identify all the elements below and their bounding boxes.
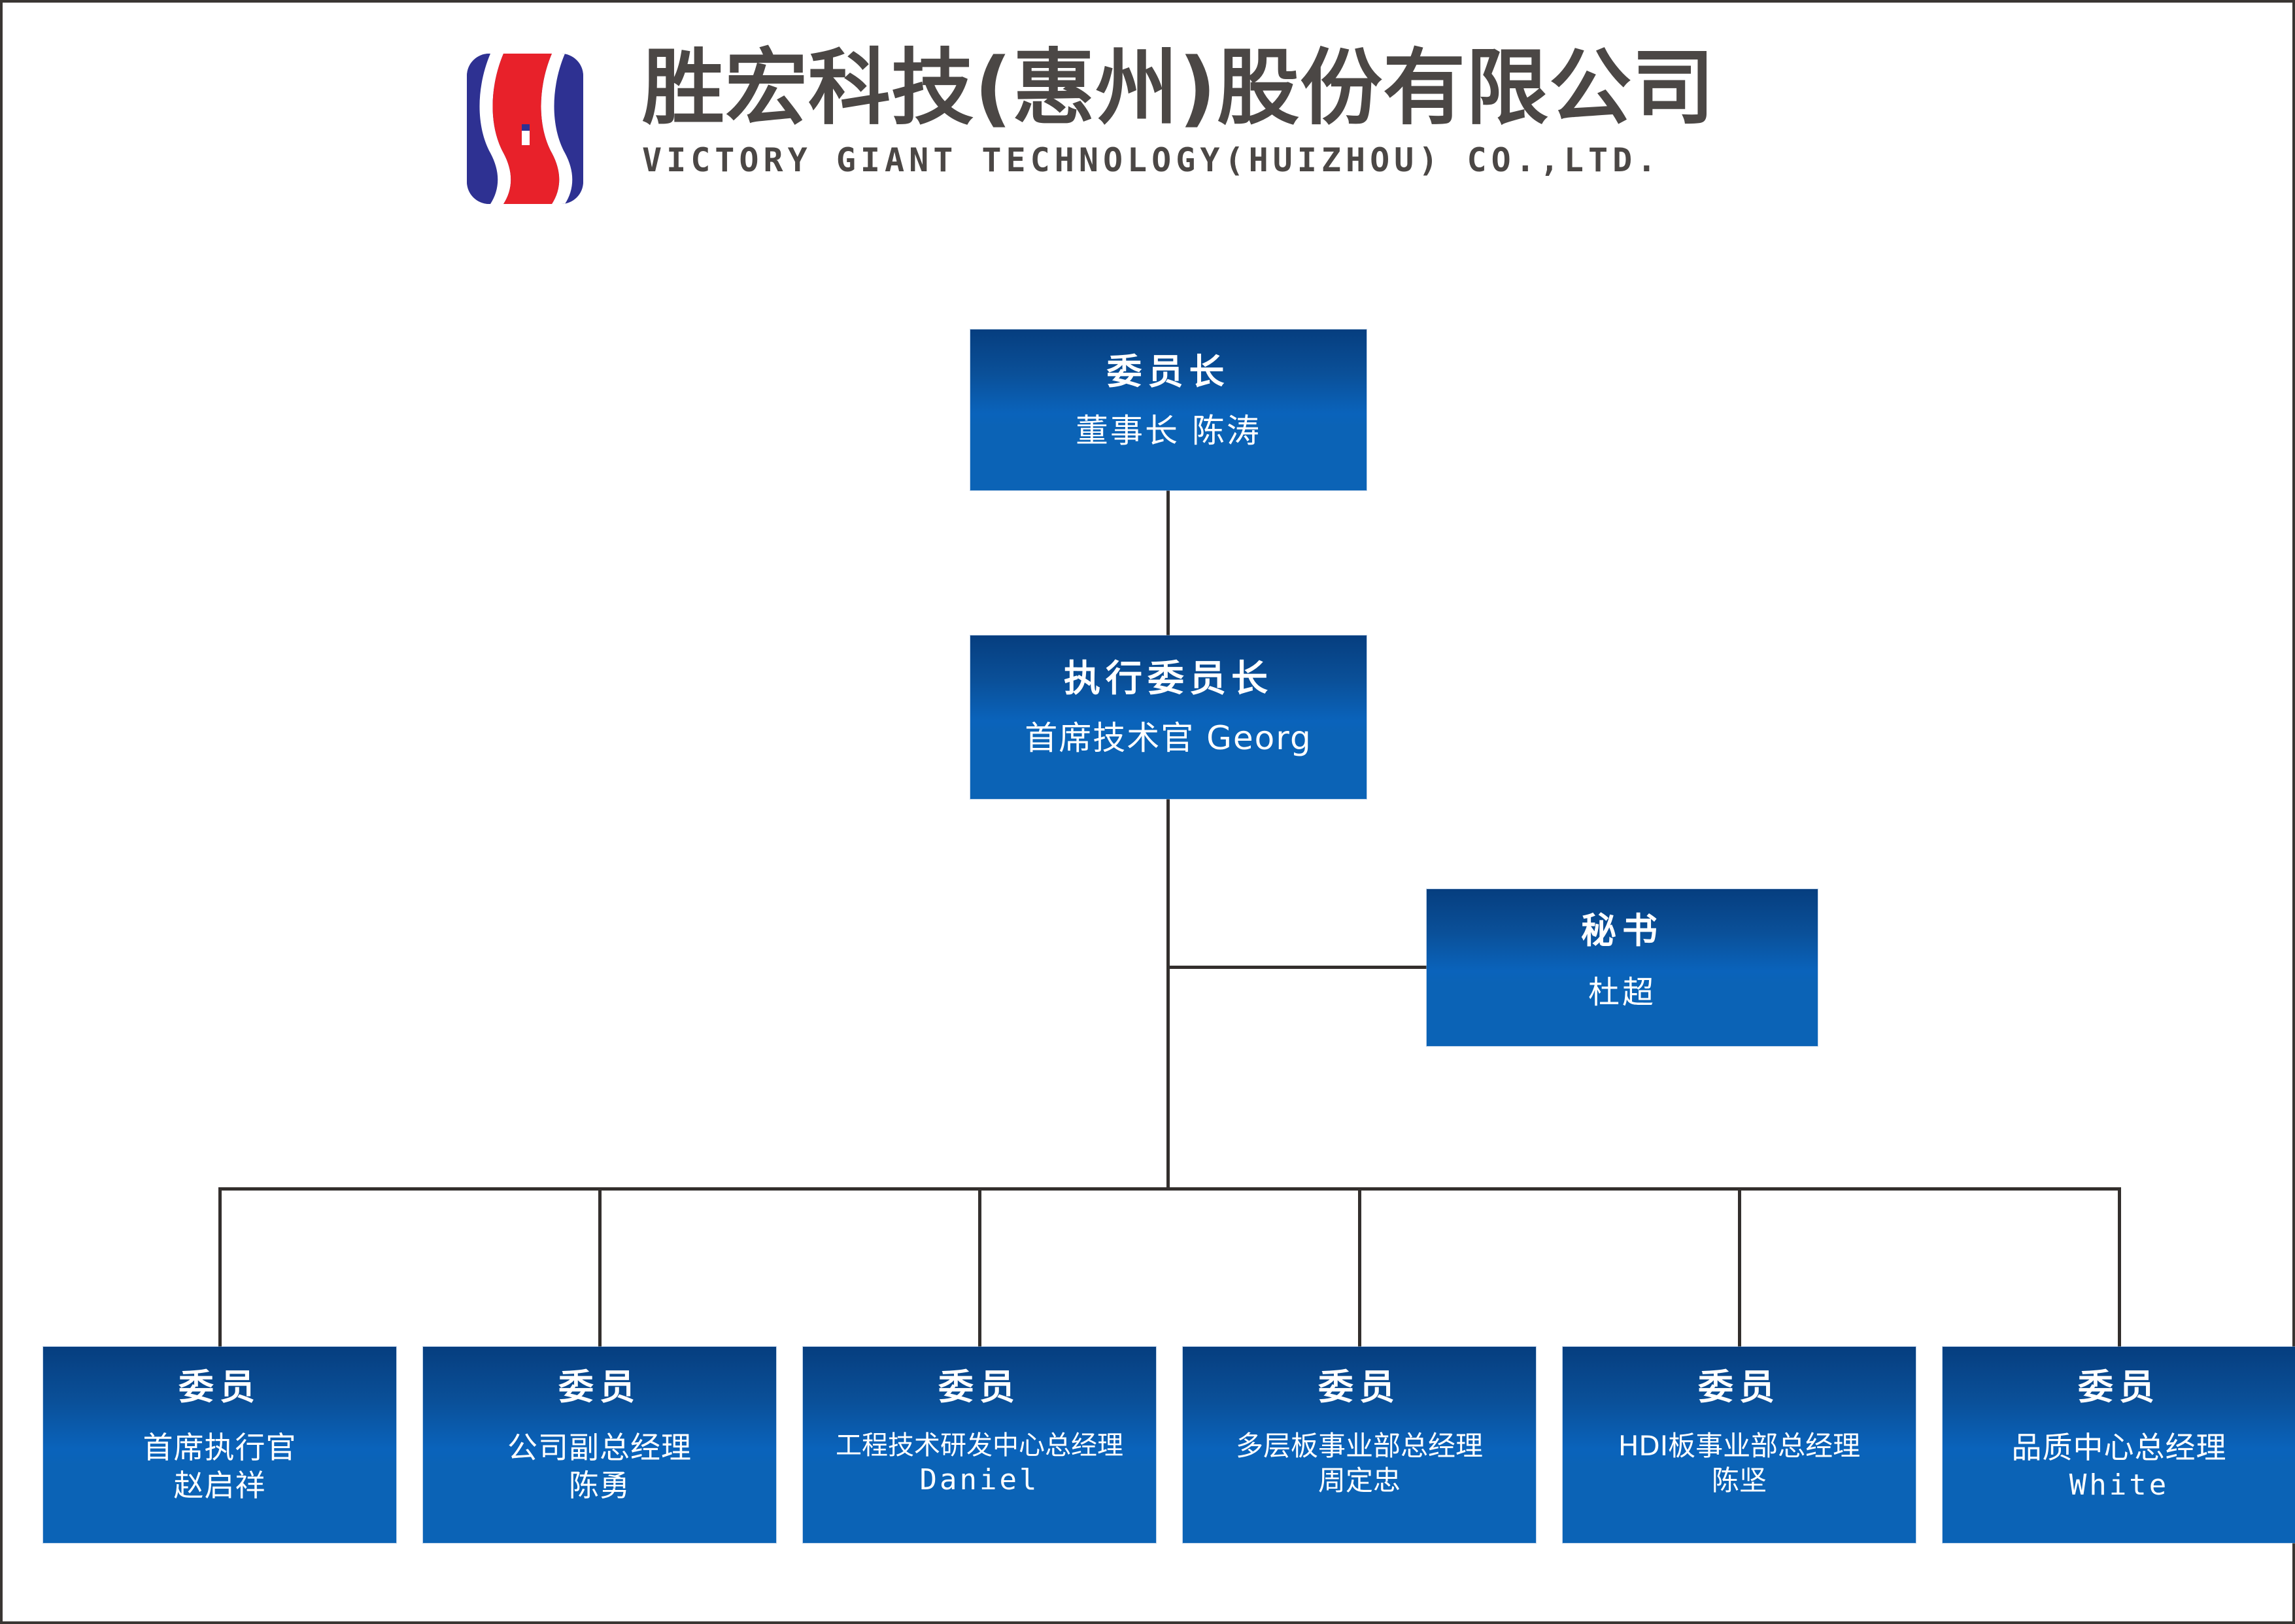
org-node-line-2: 陈勇: [569, 1467, 630, 1503]
org-node-body: 首席技术官 Georg: [970, 715, 1367, 799]
org-node-body: 公司副总经理 陈勇: [423, 1420, 776, 1543]
org-node-line-1: 杜超: [1588, 974, 1656, 1011]
connector-drop-m1: [218, 1187, 222, 1348]
org-node-executive-chairman[interactable]: 执行委员长 首席技术官 Georg: [970, 635, 1367, 799]
org-node-title: 执行委员长: [1064, 657, 1273, 700]
org-node-title: 委员: [178, 1366, 261, 1408]
org-node-title: 委员: [558, 1366, 641, 1408]
connector-exec-trunk: [1166, 799, 1170, 1190]
org-node-title: 委员: [2078, 1366, 2160, 1408]
org-node-secretary[interactable]: 秘书 杜超: [1427, 889, 1818, 1046]
org-node-title: 秘书: [1581, 909, 1663, 951]
org-node-line-2: 赵启祥: [173, 1467, 266, 1503]
org-node-member-quality-center-gm[interactable]: 委员 品质中心总经理 White: [1943, 1347, 2295, 1543]
org-node-line-2: 陈坚: [1711, 1464, 1767, 1497]
org-node-body: HDI板事业部总经理 陈坚: [1563, 1420, 1916, 1543]
connector-chair-to-exec: [1166, 490, 1170, 637]
org-node-line-2: Daniel: [919, 1463, 1040, 1497]
connector-drop-m2: [598, 1187, 602, 1348]
org-node-body: 品质中心总经理 White: [1943, 1420, 2295, 1543]
org-node-member-rnd-center-gm[interactable]: 委员 工程技术研发中心总经理 Daniel: [803, 1347, 1156, 1543]
org-node-member-hdi-bu-gm[interactable]: 委员 HDI板事业部总经理 陈坚: [1563, 1347, 1916, 1543]
org-node-chairman[interactable]: 委员长 董事长 陈涛: [970, 330, 1367, 490]
company-name-cn: 胜宏科技(惠州)股份有限公司: [642, 40, 1716, 136]
org-node-body: 董事长 陈涛: [970, 407, 1367, 490]
org-node-line-1: 品质中心总经理: [2011, 1430, 2227, 1465]
org-node-line-1: 工程技术研发中心总经理: [836, 1430, 1123, 1461]
org-node-line-2: 周定忠: [1318, 1464, 1401, 1497]
company-name-block: 胜宏科技(惠州)股份有限公司 VICTORY GIANT TECHNOLOGY(…: [642, 47, 1715, 177]
connector-drop-m5: [1738, 1187, 1741, 1348]
connector-drop-m6: [2118, 1187, 2121, 1348]
org-node-member-ceo[interactable]: 委员 首席执行官 赵启祥: [43, 1347, 396, 1543]
org-node-line-1: 首席技术官 Georg: [1025, 719, 1312, 757]
org-node-body: 工程技术研发中心总经理 Daniel: [803, 1420, 1156, 1543]
org-node-body: 多层板事业部总经理 周定忠: [1183, 1420, 1536, 1543]
org-node-member-multilayer-bu-gm[interactable]: 委员 多层板事业部总经理 周定忠: [1183, 1347, 1536, 1543]
org-node-body: 杜超: [1427, 965, 1818, 1046]
connector-drop-m3: [978, 1187, 981, 1348]
org-node-line-1: 董事长 陈涛: [1076, 412, 1261, 450]
company-name-en: VICTORY GIANT TECHNOLOGY(HUIZHOU) CO.,LT…: [642, 141, 1661, 179]
org-node-line-1: HDI板事业部总经理: [1618, 1430, 1861, 1462]
org-node-title: 委员长: [1106, 350, 1231, 392]
org-node-line-1: 多层板事业部总经理: [1235, 1430, 1483, 1462]
org-node-line-1: 公司副总经理: [507, 1430, 692, 1465]
org-node-body: 首席执行官 赵启祥: [43, 1420, 396, 1543]
connector-distribution-bar: [218, 1187, 2121, 1191]
org-node-member-deputy-gm[interactable]: 委员 公司副总经理 陈勇: [423, 1347, 776, 1543]
org-node-title: 委员: [1318, 1366, 1401, 1408]
company-logo-icon: [467, 54, 583, 204]
org-node-line-2: White: [2069, 1468, 2169, 1502]
org-node-title: 委员: [1698, 1366, 1780, 1408]
connector-exec-to-secretary: [1166, 966, 1428, 969]
org-node-line-1: 首席执行官: [143, 1430, 297, 1465]
org-node-title: 委员: [938, 1366, 1021, 1408]
connector-drop-m4: [1358, 1187, 1361, 1348]
